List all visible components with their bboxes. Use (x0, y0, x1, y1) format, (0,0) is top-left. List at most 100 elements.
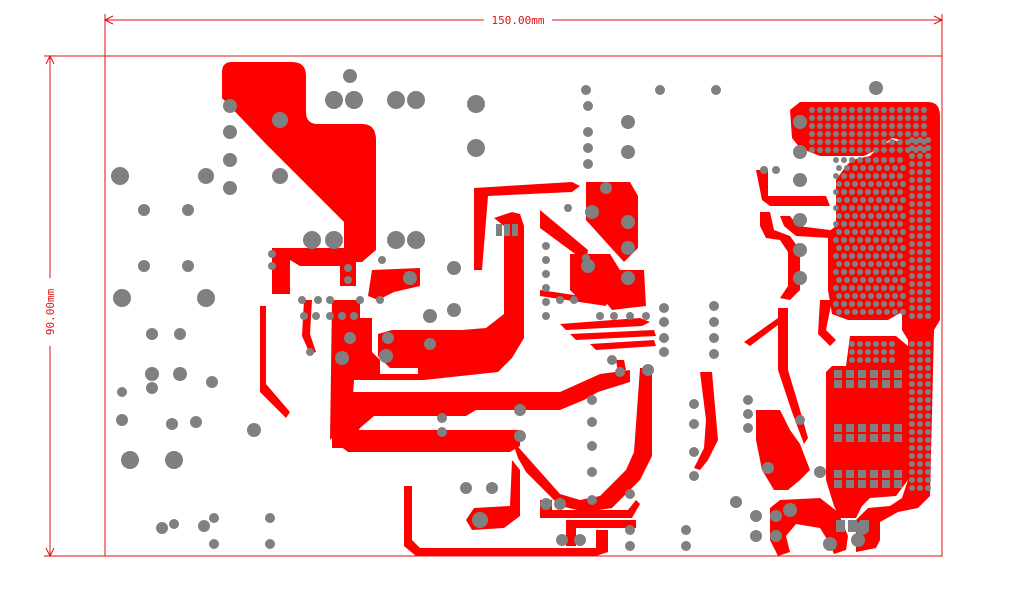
height-dimension-label: 90.00mm (44, 288, 57, 335)
pad (325, 91, 343, 109)
pad (909, 389, 915, 395)
pad (711, 85, 721, 95)
pad (542, 284, 550, 292)
pad (868, 245, 874, 251)
pad (857, 157, 863, 163)
pad (900, 293, 906, 299)
pad (770, 530, 782, 542)
pad (116, 414, 128, 426)
pad (917, 161, 923, 167)
pad (897, 301, 903, 307)
pad (833, 173, 839, 179)
pad (881, 131, 887, 137)
copper-trace-right-6 (744, 318, 782, 346)
pad (857, 221, 863, 227)
pad (689, 419, 699, 429)
pad (881, 139, 887, 145)
pad (917, 453, 923, 459)
pad (897, 147, 903, 153)
pad (892, 245, 898, 251)
pad (223, 153, 237, 167)
pad (897, 123, 903, 129)
pad (917, 289, 923, 295)
pad (881, 221, 887, 227)
pad (857, 189, 863, 195)
pad (841, 131, 847, 137)
pad (925, 313, 931, 319)
smd-pad (882, 370, 890, 378)
pad (841, 173, 847, 179)
pad (760, 166, 768, 174)
pad (873, 253, 879, 259)
pad (857, 107, 863, 113)
smd-pad (894, 424, 902, 432)
pad (844, 181, 850, 187)
pad (833, 131, 839, 137)
pad (909, 225, 915, 231)
pad (909, 169, 915, 175)
pad (925, 273, 931, 279)
pad (833, 301, 839, 307)
pad (881, 237, 887, 243)
smd-pad (858, 434, 866, 442)
pad (873, 131, 879, 137)
pad (825, 147, 831, 153)
pad (793, 271, 807, 285)
pad (833, 189, 839, 195)
pad (925, 193, 931, 199)
pad (659, 347, 669, 357)
pad (849, 349, 855, 355)
pad (900, 197, 906, 203)
copper-trace-bottom-mid (540, 500, 640, 518)
pad (833, 269, 839, 275)
pad (849, 107, 855, 113)
copper-trace-right-4 (778, 308, 808, 444)
pad (836, 245, 842, 251)
pad (884, 309, 890, 315)
pad (849, 301, 855, 307)
pad (925, 241, 931, 247)
pad (166, 418, 178, 430)
pad (655, 85, 665, 95)
smd-pad (512, 224, 518, 230)
pad (343, 69, 357, 83)
pad (909, 185, 915, 191)
pad (865, 221, 871, 227)
pad (917, 281, 923, 287)
pad (897, 107, 903, 113)
pad (860, 197, 866, 203)
pad (900, 245, 906, 251)
pad (743, 409, 753, 419)
pad (743, 395, 753, 405)
smd-pad (882, 434, 890, 442)
pad (841, 221, 847, 227)
pad (917, 193, 923, 199)
pad (447, 303, 461, 317)
pad (849, 221, 855, 227)
smd-pad (834, 380, 842, 388)
pad (917, 257, 923, 263)
smd-pad (858, 480, 866, 488)
pad (865, 123, 871, 129)
pad (873, 107, 879, 113)
pad (881, 253, 887, 259)
pad (581, 259, 595, 273)
pad (857, 253, 863, 259)
pad (849, 253, 855, 259)
copper-layer (222, 62, 940, 556)
pad (876, 229, 882, 235)
pad (817, 123, 823, 129)
pad (709, 301, 719, 311)
pad (772, 166, 780, 174)
pad (223, 181, 237, 195)
pad (889, 269, 895, 275)
smd-pad (860, 520, 869, 532)
pad (865, 205, 871, 211)
pad (857, 269, 863, 275)
pad (917, 185, 923, 191)
pad (909, 341, 915, 347)
pad (298, 296, 306, 304)
pad (897, 285, 903, 291)
pad (897, 115, 903, 121)
pad (884, 197, 890, 203)
